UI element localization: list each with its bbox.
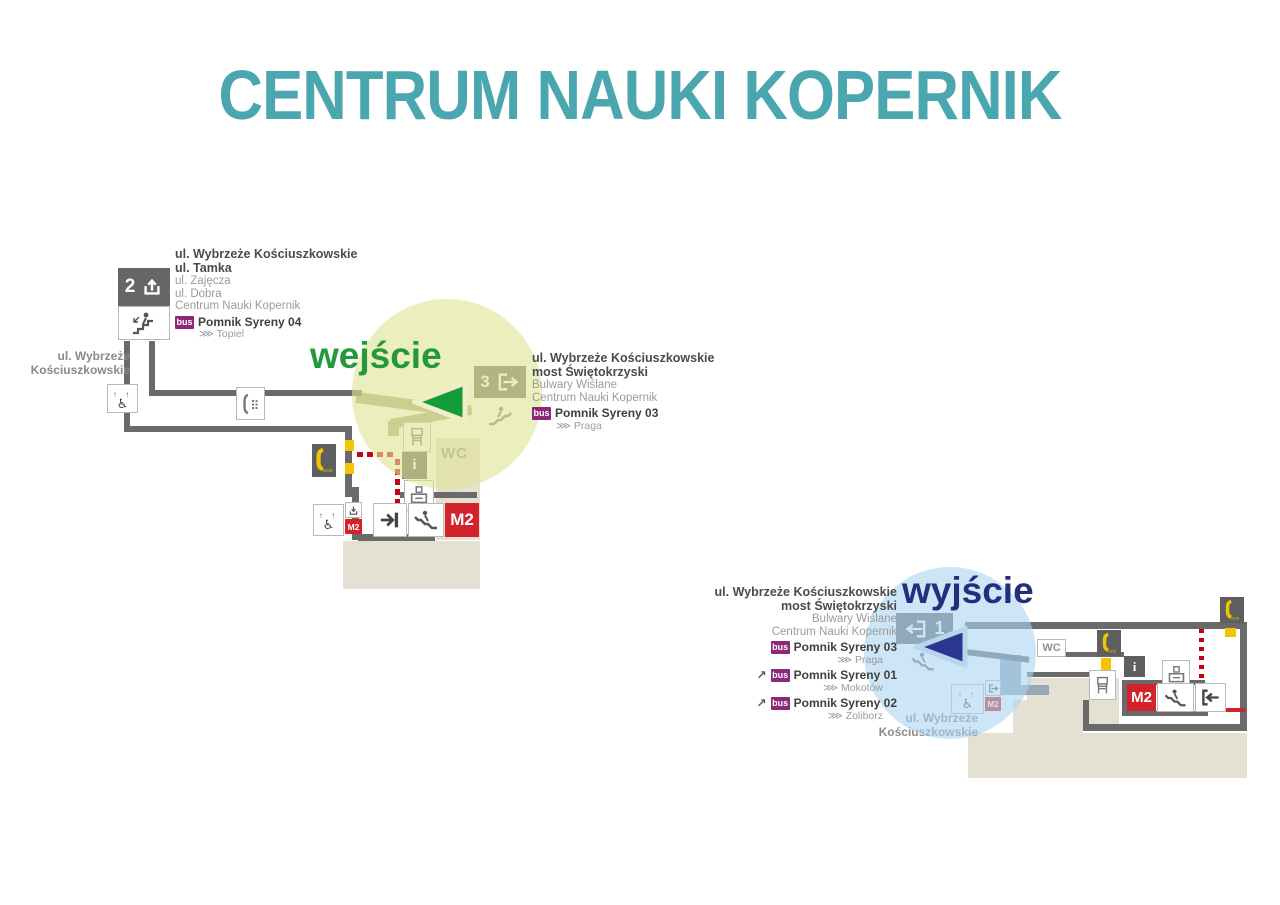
wheelchair-icon: ♿	[116, 395, 129, 411]
exit-direction-arrow	[914, 626, 968, 668]
exit-door-left-icon	[1195, 683, 1226, 712]
wheelchair-icon: ♿	[322, 517, 335, 532]
street-label-line: Kościuszkowskie	[30, 363, 130, 377]
street-label-line: ul. Wybrzeże	[57, 349, 130, 363]
street-label-kosciuszkowskie: ul. Wybrzeże Kościuszkowskie	[28, 349, 130, 377]
bus-direction: ⋙ Żoliborz	[827, 709, 883, 722]
ticket-control-line	[1199, 629, 1204, 683]
street-name: ul. Wybrzeże Kościuszkowskie	[714, 585, 897, 599]
street-name: Bulwary Wiślane	[812, 613, 897, 625]
gate-marker	[345, 463, 354, 474]
exit-3-streets: ul. Wybrzeże Kościuszkowskie most Święto…	[532, 351, 742, 432]
bus-icon: bus	[532, 407, 551, 421]
corridor-wall	[1083, 724, 1247, 731]
wc-sign: WC	[1037, 639, 1066, 657]
elevator-icon: ↑ ↑ ♿	[313, 504, 344, 536]
concourse-floor-area	[343, 541, 480, 589]
bus-stop-row: ↗ bus Pomnik Syreny 02	[657, 696, 897, 711]
elevator-arrows: ↑ ↑	[318, 511, 339, 520]
street-name: ul. Zajęcza	[175, 275, 231, 287]
sos-label: SOS	[1231, 616, 1239, 620]
bus-stop-name: Pomnik Syreny 03	[555, 406, 659, 420]
sos-label: SOS	[323, 468, 333, 473]
corridor-wall	[1240, 622, 1247, 731]
bus-stop-name: Pomnik Syreny 02	[793, 696, 897, 710]
exit-2-number: 2	[124, 276, 136, 297]
street-name: most Świętokrzyski	[780, 598, 897, 613]
street-name: most Świętokrzyski	[532, 364, 649, 379]
corridor-wall	[1027, 672, 1112, 677]
down-to-platform-icon	[345, 502, 362, 518]
bus-icon: bus	[770, 669, 790, 683]
stairs-up-icon	[118, 306, 170, 340]
corridor-wall	[124, 426, 352, 432]
street-name: ul. Wybrzeże Kościuszkowskie	[175, 247, 358, 261]
m2-line-badge: M2	[445, 503, 479, 537]
wc-label: WC	[1042, 642, 1061, 654]
exit-2-sign: 2	[118, 268, 170, 306]
ticket-machine-icon	[1089, 670, 1116, 700]
gate-marker	[1101, 658, 1111, 670]
concourse-wall	[400, 492, 477, 498]
street-name: ul. Tamka	[175, 260, 232, 275]
bus-direction: ⋙ Mokotów	[823, 681, 883, 694]
exit-2-streets: ul. Wybrzeże Kościuszkowskie ul. Tamka u…	[175, 247, 405, 341]
elevator-icon: ↑ ↑ ♿	[107, 384, 138, 413]
platform-room-wall	[1122, 680, 1127, 716]
bus-stop-row: bus Pomnik Syreny 04	[175, 314, 405, 330]
sos-phone-icon: SOS	[1097, 630, 1121, 656]
street-name: Centrum Nauki Kopernik	[175, 300, 301, 312]
route-arrow-icon: ↗	[756, 696, 767, 710]
entry-gate-icon	[373, 503, 407, 537]
street-name: Centrum Nauki Kopernik	[532, 391, 658, 404]
corridor-wall	[1083, 700, 1089, 728]
info-point-icon: i	[1124, 656, 1145, 677]
exit-to-street-icon	[144, 278, 160, 295]
bus-direction: ⋙ Praga	[837, 653, 883, 666]
info-label: i	[1132, 658, 1137, 674]
bus-stop-name: Pomnik Syreny 03	[793, 640, 897, 654]
concourse-wall	[358, 534, 435, 541]
bus-stop-name: Pomnik Syreny 04	[198, 314, 302, 329]
street-name: ul. Wybrzeże Kościuszkowskie	[532, 351, 715, 365]
m2-line-badge: M2	[1127, 684, 1156, 711]
entrance-headline: wejście	[310, 335, 442, 376]
bus-icon: bus	[770, 641, 790, 655]
bus-icon: bus	[175, 315, 194, 329]
sos-phone-icon: SOS	[1220, 597, 1244, 623]
street-name: ul. Dobra	[175, 287, 222, 300]
bus-direction: ⋙ Topiel	[199, 328, 245, 340]
corridor-wall	[1063, 652, 1124, 657]
bus-icon: bus	[770, 697, 790, 711]
entrance-direction-arrow	[412, 380, 468, 424]
platform-room-wall	[1122, 711, 1208, 716]
corridor-wall	[149, 341, 155, 396]
escalator-down-icon	[408, 503, 444, 537]
gate-marker	[1225, 628, 1236, 637]
bus-stop-name: Pomnik Syreny 01	[793, 668, 897, 682]
floor-area	[968, 733, 1247, 778]
corridor-wall	[965, 622, 1247, 629]
route-arrow-icon: ↗	[756, 668, 767, 682]
gate-marker	[345, 440, 354, 451]
page-title: CENTRUM NAUKI KOPERNIK	[218, 56, 1062, 134]
sos-label: SOS	[1108, 649, 1116, 653]
floor-area	[1013, 700, 1083, 735]
exit-headline: wyjście	[902, 570, 1034, 611]
street-name: Centrum Nauki Kopernik	[771, 625, 897, 638]
street-name: Bulwary Wiślane	[532, 379, 617, 391]
escalator-up-icon	[1157, 683, 1194, 712]
bus-stop-row: ↗ bus Pomnik Syreny 01	[657, 668, 897, 683]
elevator-arrows: ↑ ↑	[112, 389, 133, 399]
bus-direction: ⋙ Praga	[556, 419, 602, 432]
ticket-control-line	[395, 459, 400, 503]
bus-stop-row: bus Pomnik Syreny 03	[532, 406, 742, 421]
intercom-icon	[236, 387, 265, 420]
sos-phone-icon: SOS	[312, 444, 336, 477]
corridor-wall	[345, 426, 352, 497]
bus-stop-row: bus Pomnik Syreny 03	[657, 640, 897, 655]
exit-1-streets: ul. Wybrzeże Kościuszkowskie most Święto…	[657, 585, 897, 722]
m2-line-badge-small: M2	[345, 519, 362, 534]
